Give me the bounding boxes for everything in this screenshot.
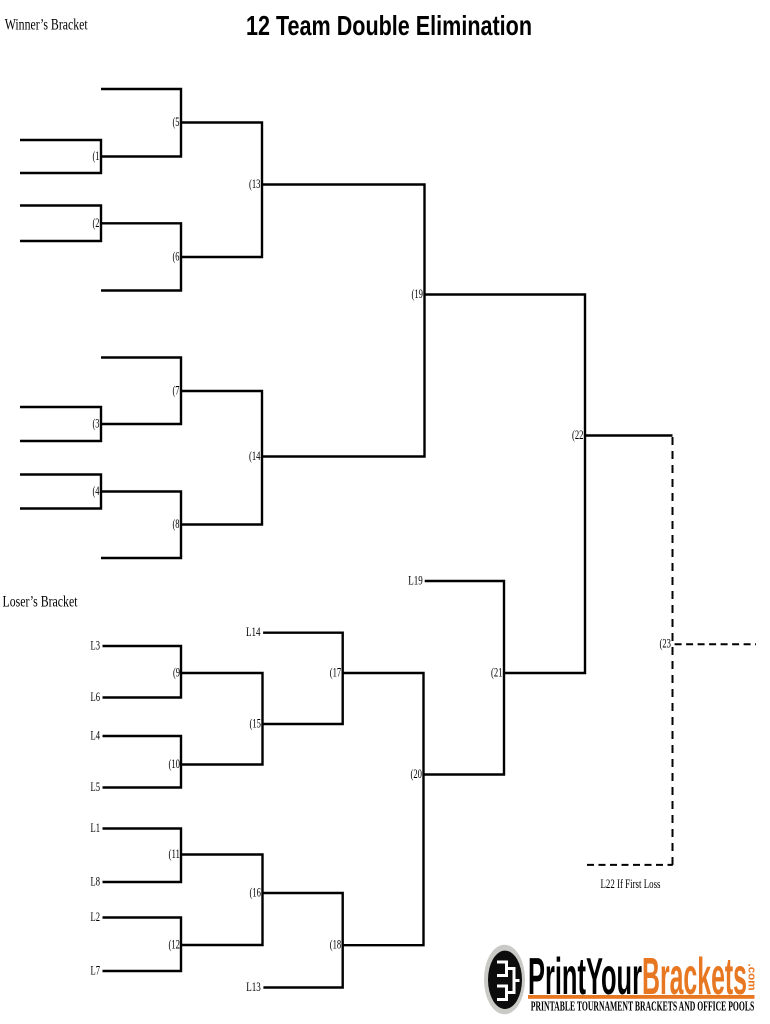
svg-text:(12: (12: [169, 938, 181, 952]
svg-text:(20: (20: [411, 767, 423, 781]
svg-text:(23: (23: [660, 637, 672, 651]
svg-text:(3: (3: [93, 417, 100, 431]
svg-text:L22 If First Loss: L22 If First Loss: [601, 877, 661, 891]
svg-text:Winner’s Bracket: Winner’s Bracket: [5, 17, 88, 34]
svg-text:L8: L8: [91, 875, 101, 889]
svg-text:L1: L1: [91, 821, 101, 835]
svg-text:(15: (15: [250, 717, 262, 731]
svg-text:L7: L7: [91, 964, 101, 978]
svg-text:(21: (21: [491, 666, 503, 680]
svg-text:(11: (11: [169, 847, 181, 861]
svg-text:L19: L19: [408, 574, 423, 588]
svg-text:.com: .com: [746, 964, 758, 991]
svg-text:Loser’s Bracket: Loser’s Bracket: [3, 594, 78, 611]
svg-text:L14: L14: [246, 625, 261, 639]
svg-text:(10: (10: [169, 757, 181, 771]
svg-text:(9: (9: [173, 666, 180, 680]
svg-text:L6: L6: [91, 690, 101, 704]
svg-text:(22: (22: [572, 428, 584, 442]
svg-text:(17: (17: [330, 666, 342, 680]
svg-text:L4: L4: [91, 729, 101, 743]
svg-text:L3: L3: [91, 639, 101, 653]
svg-text:(14: (14: [249, 449, 261, 463]
svg-text:(13: (13: [249, 177, 261, 191]
svg-text:(16: (16: [250, 886, 262, 900]
svg-text:(4: (4: [93, 484, 100, 498]
svg-text:(8: (8: [173, 517, 180, 531]
svg-text:L13: L13: [246, 980, 261, 994]
svg-text:(5: (5: [173, 115, 180, 129]
svg-text:L5: L5: [91, 780, 101, 794]
svg-text:(2: (2: [93, 216, 100, 230]
svg-text:L2: L2: [91, 910, 101, 924]
svg-text:(19: (19: [412, 287, 424, 301]
svg-text:12 Team Double Elimination: 12 Team Double Elimination: [246, 10, 532, 41]
svg-text:(1: (1: [93, 149, 100, 163]
svg-text:PRINTABLE TOURNAMENT BRACKETS: PRINTABLE TOURNAMENT BRACKETS AND OFFICE…: [531, 999, 755, 1014]
svg-text:(7: (7: [173, 384, 180, 398]
svg-text:(6: (6: [173, 250, 180, 264]
svg-text:(18: (18: [330, 938, 342, 952]
